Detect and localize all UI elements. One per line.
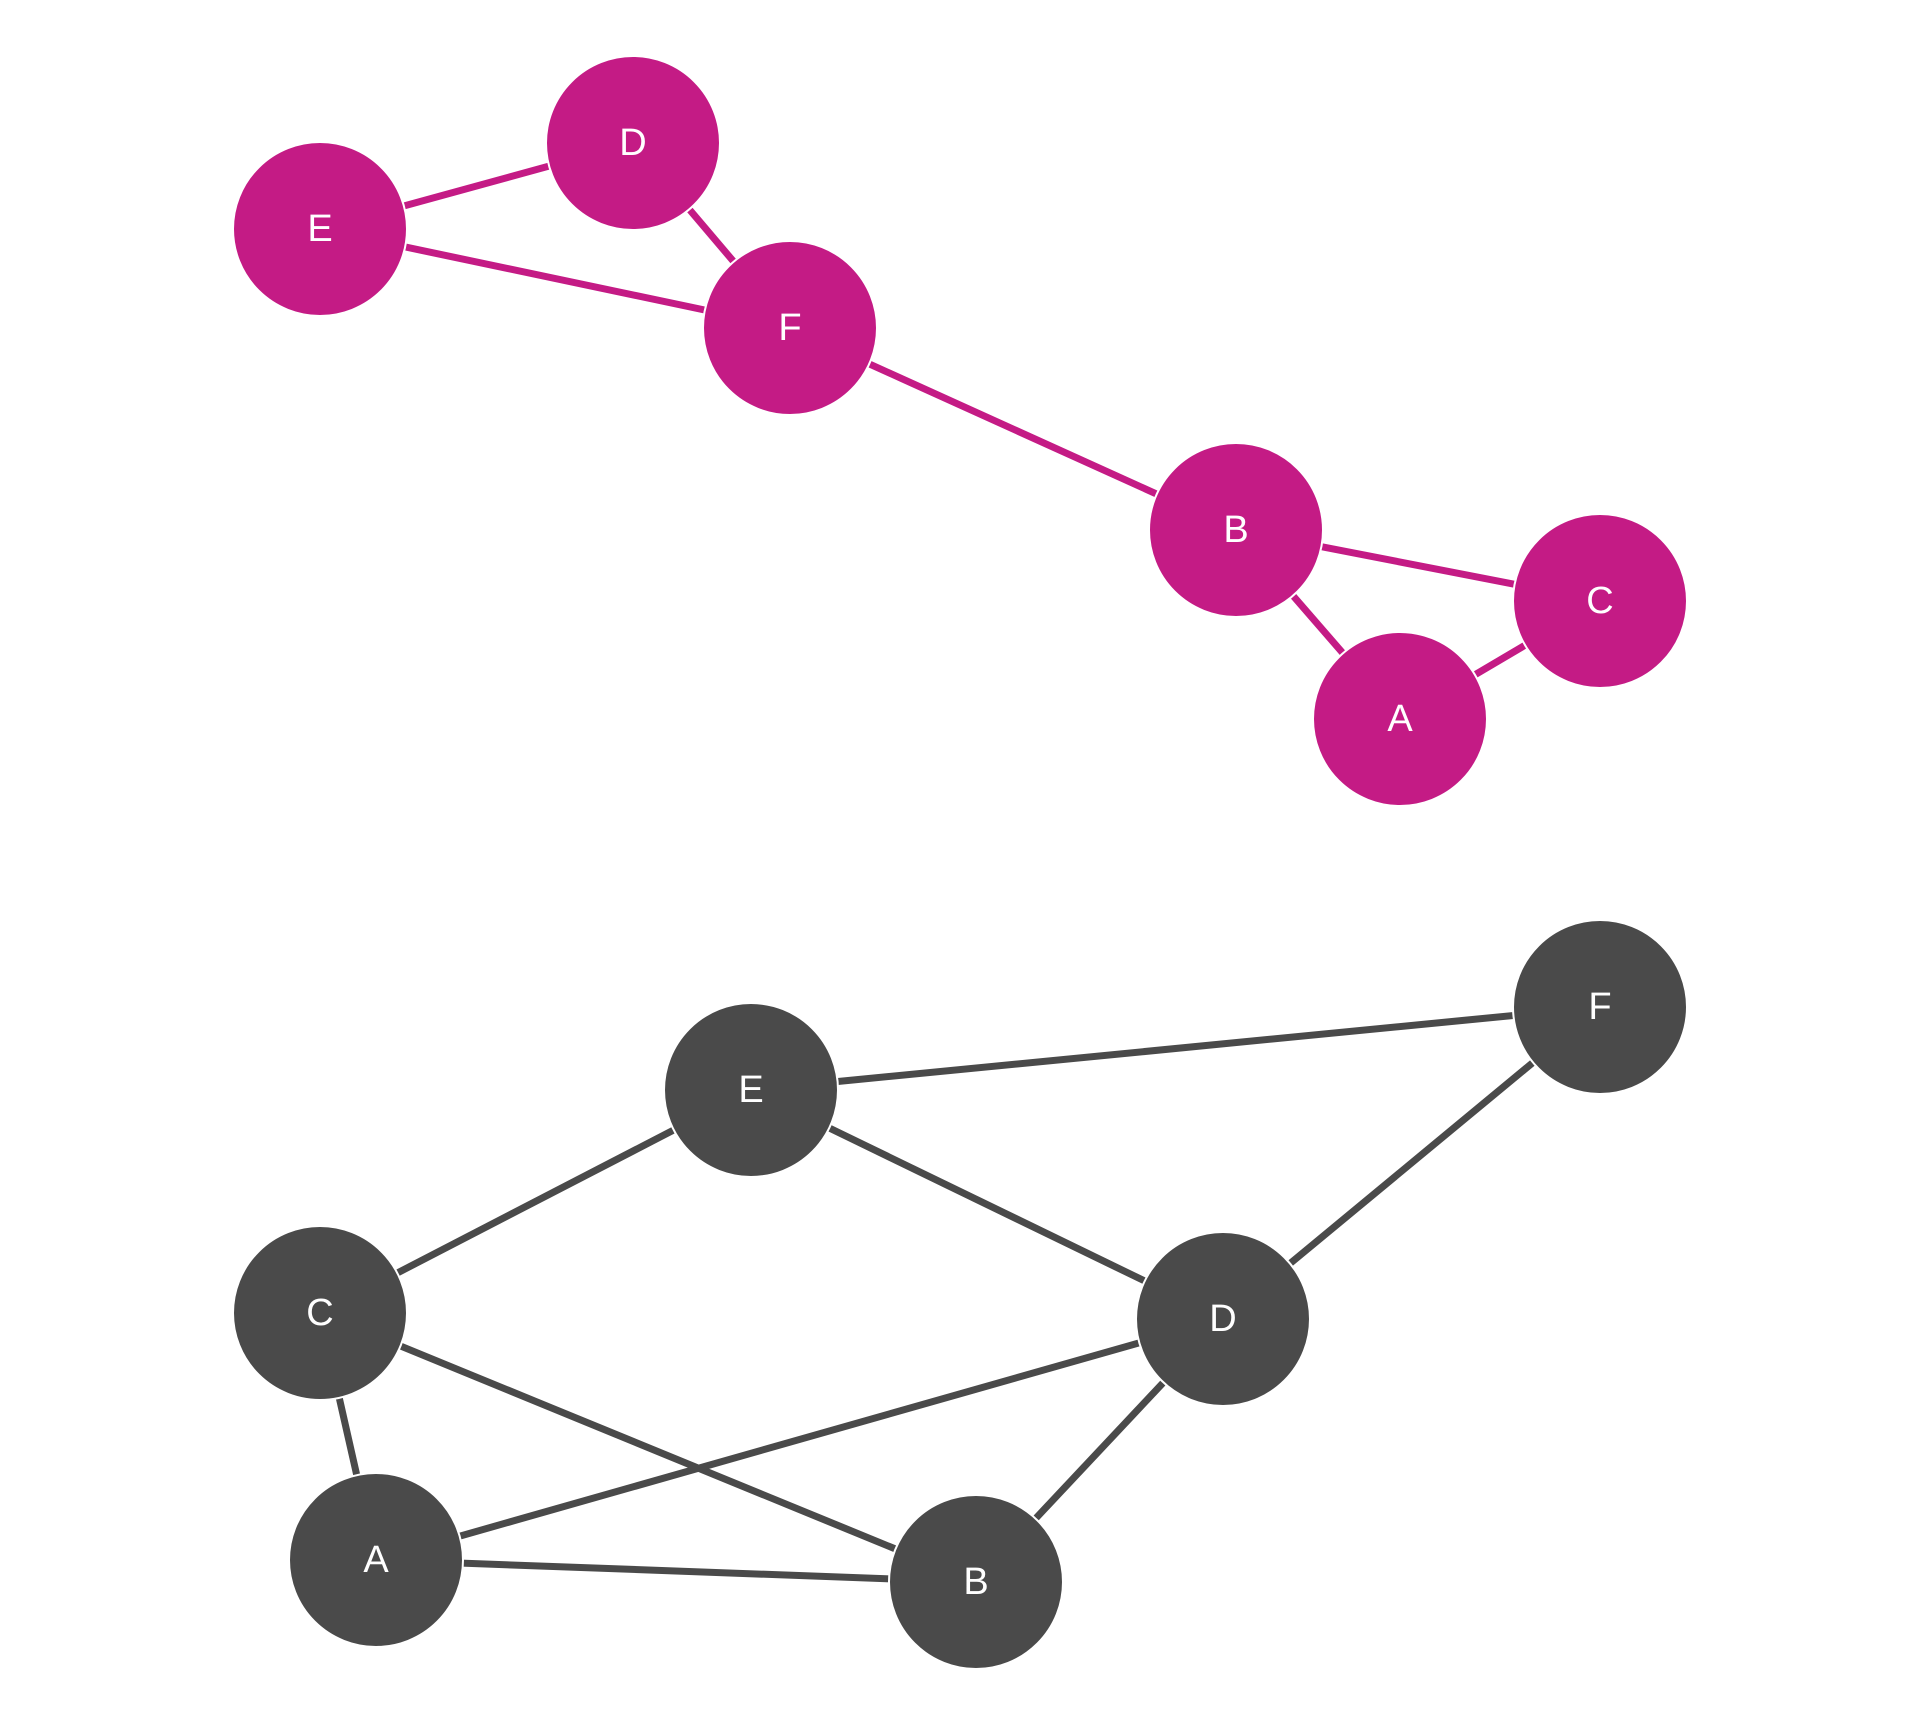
node-F[interactable]: F [702,240,878,416]
node-circle [232,1225,408,1401]
node-circle [1135,1231,1311,1407]
node-label: E [738,1069,763,1111]
node-label: A [363,1539,389,1581]
node-circle [232,141,408,317]
node-label: D [619,122,646,164]
node-circle [1512,513,1688,689]
node-label: F [1588,986,1611,1028]
node-D[interactable]: D [545,55,721,231]
bottom-graph: E F C D A B [232,919,1688,1670]
node-circle [1512,919,1688,1095]
node-F[interactable]: F [1512,919,1688,1095]
node-label: E [307,208,332,250]
node-circle [1312,631,1488,807]
node-A[interactable]: A [288,1472,464,1648]
node-label: D [1209,1298,1236,1340]
node-label: F [778,307,801,349]
edge-A-B [375,1556,977,1586]
node-circle [888,1494,1064,1670]
edge-E-F [750,1003,1601,1094]
edge-C-B [318,1309,978,1586]
node-B[interactable]: B [1148,442,1324,618]
node-C[interactable]: C [1512,513,1688,689]
node-E[interactable]: E [232,141,408,317]
node-circle [545,55,721,231]
node-label: C [1586,580,1613,622]
node-B[interactable]: B [888,1494,1064,1670]
node-label: B [963,1561,988,1603]
node-label: A [1387,698,1413,740]
node-A[interactable]: A [1312,631,1488,807]
edge-A-D [375,1315,1224,1564]
node-circle [702,240,878,416]
node-label: C [306,1292,333,1334]
node-E[interactable]: E [663,1002,839,1178]
node-circle [663,1002,839,1178]
node-D[interactable]: D [1135,1231,1311,1407]
node-circle [288,1472,464,1648]
node-circle [1148,442,1324,618]
top-graph: D E F B C A [232,55,1688,807]
node-label: B [1223,509,1248,551]
node-C[interactable]: C [232,1225,408,1401]
